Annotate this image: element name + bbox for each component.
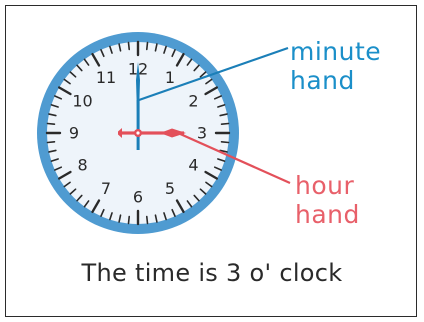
clock-number-5: 5 [165,179,175,198]
caption: The time is 3 o' clock [0,259,424,287]
hour-hand-label-line-2: hand [295,200,360,229]
minute-tick [222,142,229,143]
minute-tick [48,142,55,143]
hour-hand-label-line-1: hour [295,171,360,200]
clock-number-8: 8 [77,156,87,175]
clock-number-3: 3 [197,124,207,143]
clock-number-11: 11 [96,68,116,87]
minute-tick [128,217,129,224]
minute-hand-label-line-2: hand [290,66,381,95]
minute-hand-label-line-1: minute [290,37,381,66]
clock-number-7: 7 [101,179,111,198]
clock-number-2: 2 [188,92,198,111]
minute-tick [128,43,129,50]
clock-center-dot [136,131,139,134]
clock-number-1: 1 [165,68,175,87]
minute-tick [147,43,148,50]
clock-number-4: 4 [188,156,198,175]
clock-number-10: 10 [72,92,92,111]
hour-hand-label: hour hand [295,171,360,229]
minute-tick [48,123,55,124]
clock-number-6: 6 [133,188,143,207]
minute-hand-label: minute hand [290,37,381,95]
minute-tick [147,217,148,224]
clock-number-9: 9 [69,124,79,143]
minute-tick [222,123,229,124]
